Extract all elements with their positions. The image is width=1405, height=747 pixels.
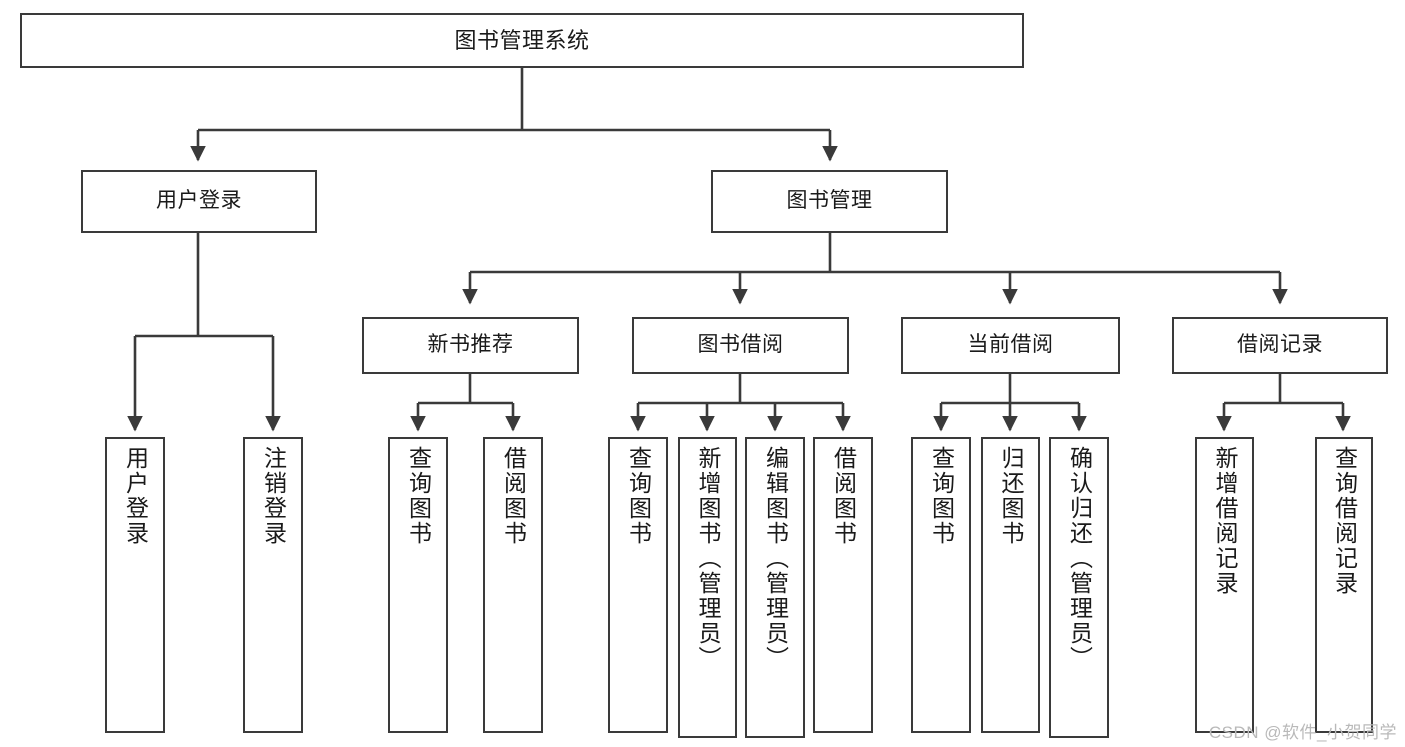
- leaf-current-borrow-query-label: 查询图书: [928, 446, 955, 546]
- leaf-new-book-borrow-label: 借阅图书: [500, 446, 527, 546]
- leaf-new-book-query[interactable]: 查询图书: [388, 437, 448, 733]
- leaf-current-borrow-confirm[interactable]: 确认归还（管理员）: [1049, 437, 1109, 738]
- leaf-new-book-borrow[interactable]: 借阅图书: [483, 437, 543, 733]
- node-new-book-recommend[interactable]: 新书推荐: [362, 317, 579, 374]
- leaf-user-login-login-label: 用户登录: [122, 446, 149, 546]
- node-root-label: 图书管理系统: [454, 27, 590, 53]
- leaf-new-book-query-label: 查询图书: [405, 446, 432, 546]
- node-book-borrow[interactable]: 图书借阅: [632, 317, 849, 374]
- node-user-login[interactable]: 用户登录: [81, 170, 317, 233]
- csdn-watermark: CSDN @软件_小贺同学: [1208, 723, 1397, 742]
- node-book-management[interactable]: 图书管理: [711, 170, 948, 233]
- leaf-borrow-record-query[interactable]: 查询借阅记录: [1315, 437, 1373, 733]
- leaf-book-borrow-add-label: 新增图书（管理员）: [695, 446, 721, 671]
- node-book-borrow-label: 图书借阅: [697, 333, 784, 357]
- leaf-user-login-login[interactable]: 用户登录: [105, 437, 165, 733]
- node-borrow-record[interactable]: 借阅记录: [1172, 317, 1388, 374]
- leaf-book-borrow-query[interactable]: 查询图书: [608, 437, 668, 733]
- leaf-book-borrow-add[interactable]: 新增图书（管理员）: [678, 437, 737, 738]
- leaf-current-borrow-return[interactable]: 归还图书: [981, 437, 1040, 733]
- leaf-current-borrow-query[interactable]: 查询图书: [911, 437, 971, 733]
- node-book-management-label: 图书管理: [786, 189, 873, 213]
- node-new-book-recommend-label: 新书推荐: [427, 333, 514, 357]
- node-current-borrow[interactable]: 当前借阅: [901, 317, 1120, 374]
- leaf-current-borrow-return-label: 归还图书: [998, 446, 1024, 546]
- node-root[interactable]: 图书管理系统: [20, 13, 1024, 68]
- leaf-book-borrow-edit[interactable]: 编辑图书（管理员）: [745, 437, 805, 738]
- node-current-borrow-label: 当前借阅: [967, 333, 1054, 357]
- leaf-borrow-record-add[interactable]: 新增借阅记录: [1195, 437, 1254, 733]
- leaf-current-borrow-confirm-label: 确认归还（管理员）: [1066, 446, 1093, 671]
- leaf-book-borrow-borrow-label: 借阅图书: [830, 446, 857, 546]
- leaf-borrow-record-add-label: 新增借阅记录: [1212, 446, 1238, 596]
- node-user-login-label: 用户登录: [156, 189, 242, 213]
- leaf-user-login-logout-label: 注销登录: [260, 446, 287, 546]
- leaf-user-login-logout[interactable]: 注销登录: [243, 437, 303, 733]
- leaf-book-borrow-query-label: 查询图书: [625, 446, 652, 546]
- leaf-book-borrow-edit-label: 编辑图书（管理员）: [762, 446, 789, 671]
- node-borrow-record-label: 借阅记录: [1237, 333, 1323, 357]
- leaf-book-borrow-borrow[interactable]: 借阅图书: [813, 437, 873, 733]
- leaf-borrow-record-query-label: 查询借阅记录: [1331, 446, 1358, 596]
